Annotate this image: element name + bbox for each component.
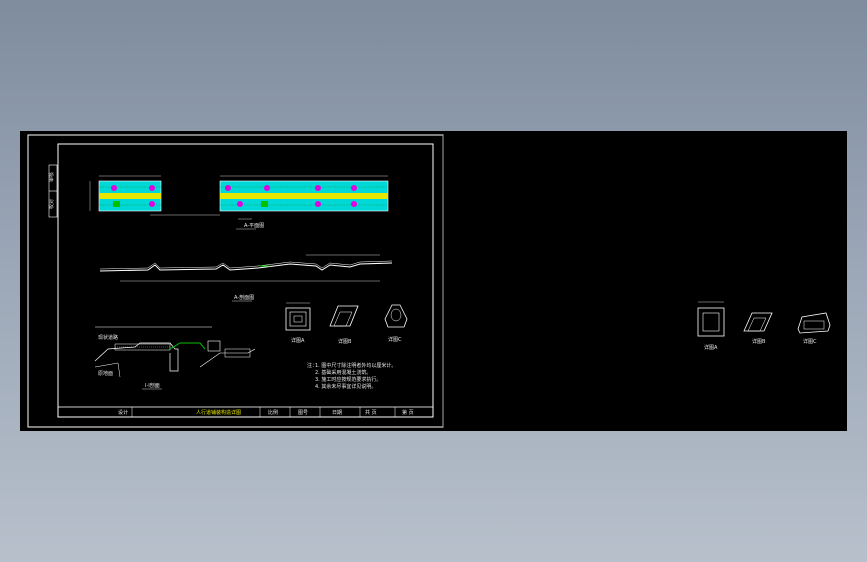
- plan-yellow-left: [99, 193, 161, 199]
- title-cell: 比例: [268, 409, 278, 416]
- note-line: 1. 图中尺寸除注明者外均以厘米计。: [315, 362, 396, 369]
- drawing-canvas: 审核 校对: [27, 134, 831, 428]
- title-cell: 图号: [298, 410, 308, 416]
- detail-drawings: 详图A 详图B 详图C: [285, 302, 408, 345]
- marker: [351, 201, 357, 207]
- marker: [149, 201, 155, 207]
- right-detail-label-3: 详图C: [803, 338, 817, 345]
- note-line: 4. 其余未尽事宜详见说明。: [315, 383, 376, 390]
- marker: [149, 185, 155, 191]
- title-cell: 共 页: [365, 409, 377, 416]
- green-pit: [261, 201, 268, 207]
- profile-view: A-剖面图: [99, 254, 393, 302]
- right-details: 详图A 详图B 详图C: [697, 301, 831, 351]
- marker: [315, 185, 321, 191]
- detail-label-2: 详图B: [338, 338, 352, 345]
- title-cell: 设计: [118, 409, 128, 416]
- notes: 注： 1. 图中尺寸除注明者外均以厘米计。 2. 基础采用混凝土浇筑。 3. 施…: [307, 362, 396, 390]
- note-line: 3. 施工时应按规范要求执行。: [315, 376, 381, 383]
- notes-title: 注：: [307, 362, 317, 369]
- side-table: 审核 校对: [48, 164, 58, 218]
- plan-yellow-right: [220, 193, 388, 199]
- detail-label-3: 详图C: [388, 336, 402, 343]
- section-note: 原地面: [98, 370, 113, 377]
- title-cell: 人行道铺装构造详图: [196, 409, 241, 416]
- section-view: 现状道路 原地面 I-I剖面: [94, 326, 256, 390]
- marker: [315, 201, 321, 207]
- marker: [351, 185, 357, 191]
- right-detail-label-1: 详图A: [704, 344, 718, 351]
- plan-view-label: A-平面图: [244, 223, 264, 229]
- title-block: 设计 人行道铺装构造详图 比例 图号 日期 共 页 第 页: [57, 406, 434, 418]
- note-line: 2. 基础采用混凝土浇筑。: [315, 369, 371, 376]
- detail-label-1: 详图A: [291, 337, 305, 344]
- plan-view: A-平面图: [89, 175, 389, 230]
- title-cell: 日期: [332, 410, 342, 416]
- profile-label: A-剖面图: [234, 294, 254, 301]
- marker: [111, 185, 117, 191]
- side-table-cell-1: 审核: [48, 172, 55, 182]
- title-cell: 第 页: [402, 409, 414, 416]
- marker: [225, 185, 231, 191]
- marker: [237, 201, 243, 207]
- section-note: 现状道路: [98, 334, 118, 341]
- side-table-cell-2: 校对: [48, 199, 55, 209]
- section-label: I-I剖面: [145, 382, 160, 389]
- green-pit: [113, 201, 120, 207]
- marker: [264, 185, 270, 191]
- right-detail-label-2: 详图B: [752, 338, 766, 345]
- cad-viewport[interactable]: 审核 校对: [20, 131, 847, 431]
